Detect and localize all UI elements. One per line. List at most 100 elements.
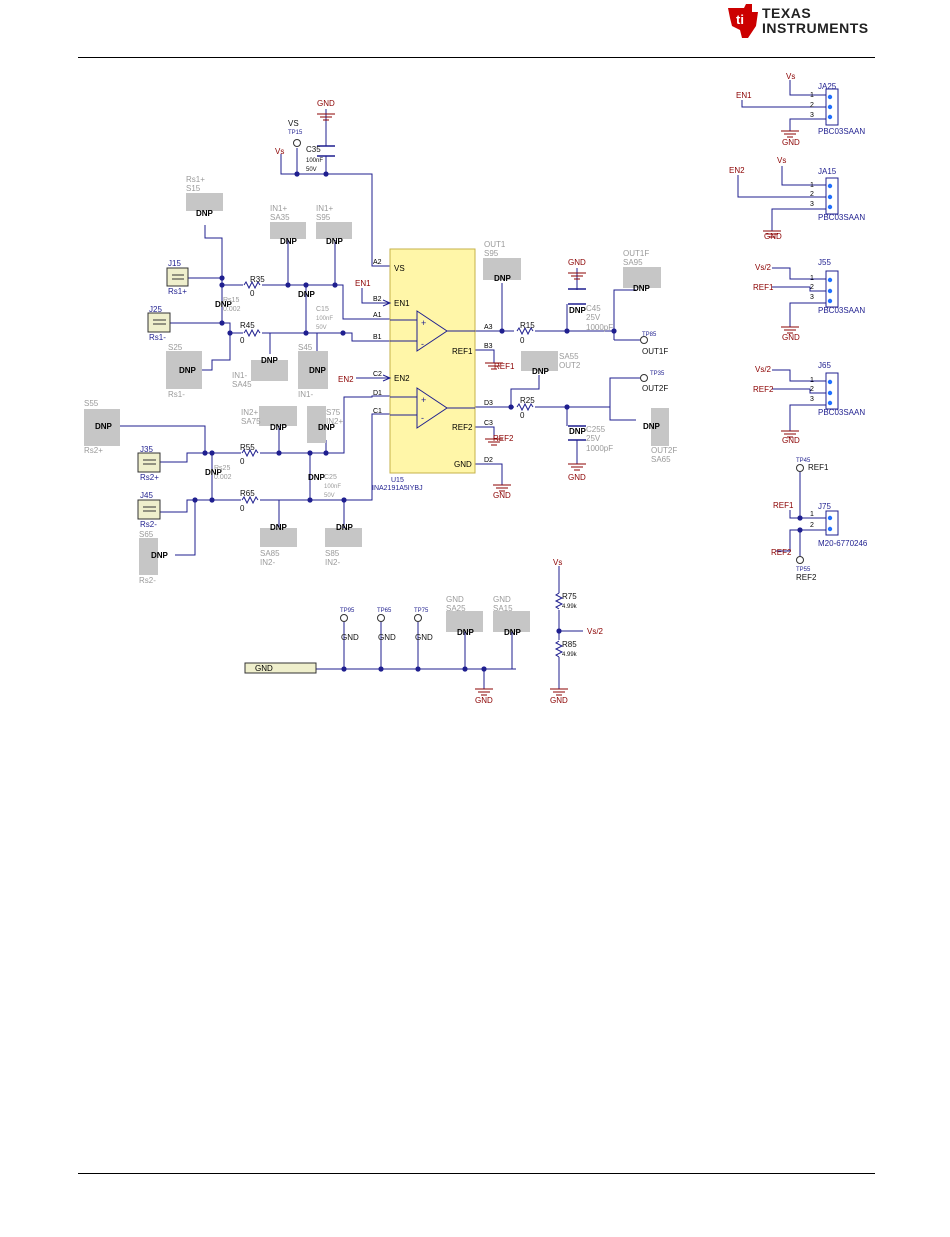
j35-label: Rs2+ xyxy=(140,473,159,482)
pin-num: C1 xyxy=(373,408,382,415)
pin-num: A2 xyxy=(373,259,382,266)
j15-ref: J15 xyxy=(168,259,181,268)
svg-text:-: - xyxy=(421,339,424,349)
gnd-label: GND xyxy=(782,138,800,147)
header-connectors xyxy=(825,88,839,536)
s85-ref: S85 xyxy=(325,549,340,558)
vs2-net: Vs/2 xyxy=(755,263,772,272)
tp35-ref: TP35 xyxy=(650,371,665,377)
gnd-label: GND xyxy=(317,99,335,108)
r45-ref: R45 xyxy=(240,321,255,330)
rs25-ref: Rs25 xyxy=(214,465,230,472)
pin-number: 3 xyxy=(810,294,814,301)
gnd-label: GND xyxy=(550,696,568,705)
gnd-label: GND xyxy=(782,436,800,445)
c25-value: 100nF xyxy=(324,484,341,490)
pin-name: VS xyxy=(394,264,405,273)
pin-name: EN2 xyxy=(394,374,410,383)
r65-ref: R65 xyxy=(240,489,255,498)
in1m-label: IN1- xyxy=(298,390,313,399)
j65-part: PBC03SAAN xyxy=(818,408,865,417)
c255-voltage: 25V xyxy=(586,434,601,443)
pin-num: D2 xyxy=(484,457,493,464)
pin-name: GND xyxy=(454,460,472,469)
r35-ref: R35 xyxy=(250,275,265,284)
pin-number: 3 xyxy=(810,112,814,119)
j75-ref: J75 xyxy=(818,502,831,511)
s75-ref: S75 xyxy=(326,408,341,417)
c15-value: 100nF xyxy=(316,316,333,322)
svg-text:ti: ti xyxy=(736,12,744,27)
dnp-label: DNP xyxy=(151,551,169,560)
r75-ref: R75 xyxy=(562,592,577,601)
in2p-label: IN2+ xyxy=(241,408,258,417)
s15-ref: S15 xyxy=(186,184,201,193)
en1-net: EN1 xyxy=(355,279,371,288)
r65-value: 0 xyxy=(240,504,245,513)
c35-ref: C35 xyxy=(306,145,321,154)
ref2-net: REF2 xyxy=(771,548,792,557)
rs1p-label: Rs1+ xyxy=(186,175,205,184)
sa95-ref: SA95 xyxy=(623,258,643,267)
rs15-ref: Rs15 xyxy=(223,297,239,304)
svg-text:-: - xyxy=(421,413,424,423)
dnp-label: DNP xyxy=(633,284,651,293)
j45-ref: J45 xyxy=(140,491,153,500)
sa35-ref: SA35 xyxy=(270,213,290,222)
dnp-label: DNP xyxy=(532,367,550,376)
ref1-net: REF1 xyxy=(773,501,794,510)
ref2-net: REF2 xyxy=(493,434,514,443)
pin-num: A1 xyxy=(373,312,382,319)
s65-ref: S65 xyxy=(139,530,154,539)
pin-num: A3 xyxy=(484,324,493,331)
sa25-ref: SA25 xyxy=(446,604,466,613)
ref2-net: REF2 xyxy=(753,385,774,394)
j55-part: PBC03SAAN xyxy=(818,306,865,315)
wires xyxy=(120,80,826,685)
rs15-value: 0.002 xyxy=(223,306,241,313)
c255-ref: C255 xyxy=(586,425,606,434)
dnp-label: DNP xyxy=(270,523,288,532)
dnp-label: DNP xyxy=(280,237,298,246)
gnd-label: GND xyxy=(493,595,511,604)
tp65-ref: TP65 xyxy=(377,608,392,614)
gnd-bar xyxy=(244,662,317,674)
ref1-label: REF1 xyxy=(808,463,829,472)
out2f-testpoint-label: OUT2F xyxy=(642,384,668,393)
ja15-part: PBC03SAAN xyxy=(818,213,865,222)
c25-voltage: 50V xyxy=(324,493,335,499)
pin-number: 2 xyxy=(810,102,814,109)
rs1m-label: Rs1- xyxy=(168,390,185,399)
sense-connectors xyxy=(137,267,189,520)
j15-label: Rs1+ xyxy=(168,287,187,296)
svg-text:+: + xyxy=(421,395,426,405)
in2m-label: IN2- xyxy=(260,558,275,567)
sa75-ref: SA75 xyxy=(241,417,261,426)
j55-ref: J55 xyxy=(818,258,831,267)
pin-number: 2 xyxy=(810,284,814,291)
sa55-ref: SA55 xyxy=(559,352,579,361)
s25-ref: S25 xyxy=(168,343,183,352)
s55-ref: S55 xyxy=(84,399,99,408)
resistors xyxy=(241,280,563,658)
out2-label: OUT2 xyxy=(559,361,581,370)
r25-ref: R25 xyxy=(520,396,535,405)
en2-net: EN2 xyxy=(729,166,745,175)
dnp-label: DNP xyxy=(643,422,661,431)
pin-number: 2 xyxy=(810,386,814,393)
pin-num: C2 xyxy=(373,371,382,378)
junctions xyxy=(192,171,803,672)
r15-ref: R15 xyxy=(520,321,535,330)
ref1-net: REF1 xyxy=(753,283,774,292)
c15-ref: C15 xyxy=(316,306,329,313)
ja15-ref: JA15 xyxy=(818,167,837,176)
labels: GND Vs EN1 EN2 GND REF1 REF2 GND GND GND… xyxy=(84,72,868,705)
dnp-label: DNP xyxy=(504,628,522,637)
in1p-label: IN1+ xyxy=(316,204,333,213)
ja25-ref: JA25 xyxy=(818,82,837,91)
out2f-label: OUT2F xyxy=(651,446,677,455)
gnd-label: GND xyxy=(446,595,464,604)
in2m-label: IN2- xyxy=(325,558,340,567)
svg-text:+: + xyxy=(421,318,426,328)
